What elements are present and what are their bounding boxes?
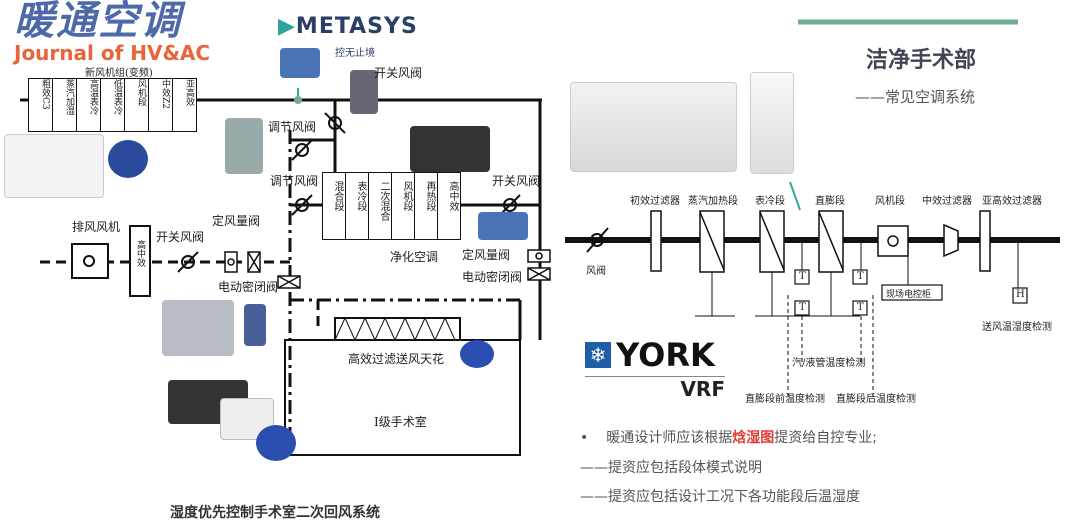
ahu-section: 蒸汽加湿: [53, 79, 77, 131]
snowflake-icon: ❄: [585, 342, 611, 368]
sensors-photo: [4, 134, 104, 198]
temp-sensor: T: [799, 302, 806, 313]
label: 电动密闭阀: [462, 270, 523, 284]
ahu-section: 亚高效: [184, 79, 194, 106]
humidity-sensor: H: [1016, 289, 1025, 300]
fresh-ahu: 粗效C3 蒸汽加湿 高温表冷 低温表冷 风机段 中效Z2 亚高效: [28, 78, 197, 132]
sub-hepa-filter: [979, 210, 991, 272]
ahu-section: 混合段: [323, 173, 346, 239]
label: 开关风阀: [374, 66, 423, 80]
purify-ahu-label: 净化空调: [390, 250, 439, 264]
york-logo: ❄ YORK VRF: [585, 336, 725, 401]
label: 开关风阀: [156, 230, 205, 244]
medium-filter: [943, 223, 959, 258]
label: 排风风机: [72, 220, 121, 234]
hepa-ceiling: [334, 317, 461, 341]
ahu-section: 二次混合: [369, 173, 392, 239]
component-label: 中效过滤器: [922, 196, 972, 207]
note-line: ——提资应包括设计工况下各功能段后温湿度: [580, 489, 860, 505]
component-label: 表冷段: [755, 196, 785, 207]
damper-label: 风阀: [586, 266, 606, 277]
purify-ahu: 混合段 表冷段 二次混合 风机段 再热段 高中效: [322, 172, 461, 240]
actuator-photo: [350, 70, 378, 114]
label: 直膨段后温度检测: [836, 394, 916, 405]
ahu-section: 风机段: [392, 173, 415, 239]
valve-photo: [108, 140, 148, 178]
component-label: 初效过滤器: [630, 196, 680, 207]
label: 高效过滤送风天花: [348, 352, 445, 366]
temp-sensor: T: [857, 302, 864, 313]
label: 调节风阀: [268, 120, 317, 134]
ahu-section: 表冷段: [346, 173, 369, 239]
label: 定风量阀: [462, 248, 511, 262]
room-label: Ⅰ级手术室: [374, 415, 427, 429]
label: 直膨段前温度检测: [745, 394, 825, 405]
label: 开关风阀: [492, 174, 541, 188]
component-label: 直膨段: [815, 196, 845, 207]
watermark-en: Journal of HV&AC: [14, 41, 211, 65]
metasys-logo: ▶METASYS: [278, 14, 418, 39]
label: 电动密闭阀: [218, 280, 279, 294]
pressure-sensor-photo: [256, 425, 296, 461]
label: 汽/液管温度检测: [792, 358, 866, 369]
watermark-cn: 暖通空调: [14, 0, 182, 44]
actuator-photo: [244, 304, 266, 346]
page-subtitle: ——常见空调系统: [855, 88, 976, 106]
label: 送风温湿度检测: [982, 322, 1052, 333]
ahu-section: 高温表冷: [77, 79, 101, 131]
note-bullet: •暖通设计师应该根据焓湿图提资给自控专业;: [580, 430, 877, 446]
york-sub: VRF: [680, 377, 725, 401]
actuator-photo: [225, 118, 263, 174]
controller-photo: [410, 126, 490, 172]
exhaust-filter-box: [129, 225, 151, 297]
fresh-ahu-label: 新风机组(变频): [85, 68, 153, 79]
component-label: 蒸汽加热段: [688, 196, 738, 207]
component-label: 风机段: [875, 196, 905, 207]
ahu-section: 高中效: [447, 181, 458, 211]
ahu-section: 粗效C3: [29, 79, 53, 131]
note-line: ——提资应包括段体模式说明: [580, 460, 762, 476]
component-label: 亚高效过滤器: [982, 196, 1042, 207]
ahu-section: 风机段: [125, 79, 149, 131]
page-title: 洁净手术部: [866, 48, 977, 73]
damper-photo: [162, 300, 234, 356]
label: 高中效: [135, 240, 145, 267]
ahu-section: 中效Z2: [149, 79, 173, 131]
ahu-section: 再热段: [415, 173, 438, 239]
sensor-node: [294, 96, 302, 104]
york-wordmark: YORK: [616, 336, 715, 374]
highlight: 焓湿图: [732, 430, 775, 446]
york-outdoor-unit-photo: [750, 72, 794, 174]
pressure-sensor-photo: [460, 340, 494, 368]
pressure-sensor-photo: [478, 212, 528, 240]
label: 调节风阀: [270, 174, 319, 188]
metasys-chevron-icon: ▶: [278, 14, 296, 39]
primary-filter: [650, 210, 662, 272]
diagram-caption: 湿度优先控制手术室二次回风系统: [170, 505, 380, 521]
damper-icon: [586, 227, 609, 253]
temp-sensor: T: [857, 271, 864, 282]
temp-sensor: T: [799, 271, 806, 282]
watermark-logo: 暖通空调 Journal of HV&AC: [14, 0, 210, 64]
sensor-photo: [280, 48, 320, 78]
ahu-section: 低温表冷: [101, 79, 125, 131]
damper-icon: [177, 112, 521, 273]
label: 定风量阀: [212, 214, 261, 228]
valve-icon: [224, 249, 551, 289]
metasys-slogan: 控无止境: [335, 48, 375, 59]
ahu-photo: [570, 82, 737, 172]
control-cabinet: 现场电控柜: [886, 290, 932, 300]
